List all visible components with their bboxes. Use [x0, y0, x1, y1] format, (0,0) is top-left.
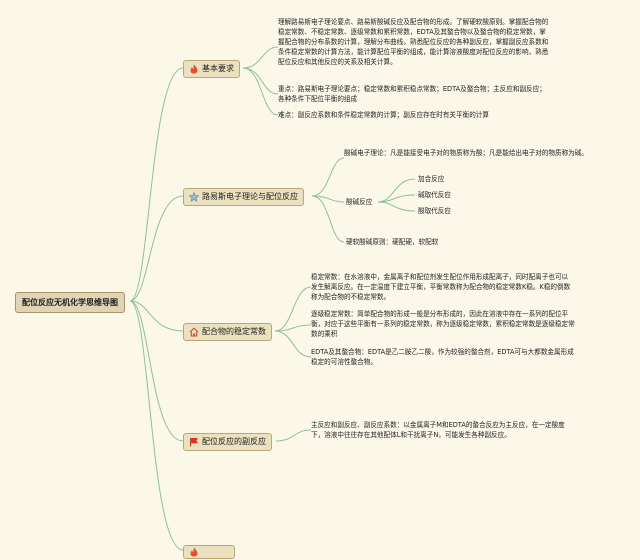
connector-root-to-side: [129, 300, 184, 442]
connector-acidbase-3: [377, 201, 416, 212]
topic-stability-constants[interactable]: 配合物的稳定常数: [183, 323, 272, 341]
key-points-text: 重点：路易斯电子理论要点；稳定常数和累积稳点常数；EDTA及螯合物；主反应和副反…: [278, 85, 546, 103]
topic-basic-requirements[interactable]: 基本要求: [183, 60, 240, 78]
stepwise-constant-text: 逐级稳定常数：简单配合物的形成一般是分布形成的，因此在溶液中存在一系列的配位平衡…: [311, 310, 575, 338]
connector-root-to-empty: [129, 300, 184, 551]
connector-lewis-1: [311, 157, 345, 197]
connector-stability-3: [274, 330, 312, 358]
flag-icon: [189, 437, 199, 447]
connector-basic-1: [242, 46, 279, 69]
stability-constant-text: 稳定常数：在水溶液中，金属离子和配位剂发生配位作用形成配离子，同时配离子也可以发…: [311, 273, 571, 301]
connector-basic-2: [242, 67, 279, 95]
difficulties-text: 难点：副反应系数和条件稳定常数的计算；副反应存在时有关平衡的计算: [278, 111, 489, 119]
acid-base-reaction: 酸碱反应: [346, 198, 373, 206]
connector-stability-2: [274, 324, 312, 332]
topic-label: 路易斯电子理论与配位反应: [202, 192, 298, 201]
topic-label: 配位反应的副反应: [202, 437, 266, 446]
connector-stability-1: [274, 286, 312, 332]
connector-basic-3: [242, 67, 279, 116]
base-substitution-reaction: 碱取代反应: [418, 191, 451, 199]
connector-lewis-3: [311, 195, 345, 243]
topic-side-reactions[interactable]: 配位反应的副反应: [183, 433, 272, 451]
hsab-principle: 硬软酸碱原则：硬配硬，软配软: [346, 238, 439, 246]
connector-side-1: [275, 429, 312, 442]
flame-icon: [189, 547, 199, 557]
flame-icon: [189, 64, 199, 74]
star-icon: [188, 191, 200, 202]
connector-root-to-stability: [129, 300, 184, 332]
topic-label: 配合物的稳定常数: [202, 327, 266, 336]
edta-chelate-text: EDTA及其螯合物：EDTA是乙二胺乙二酸，作为较强的螯合剂，EDTA可与大都数…: [311, 348, 574, 366]
connector-root-to-lewis: [129, 195, 184, 302]
topic-offscreen[interactable]: [183, 545, 235, 559]
connector-root-to-basic: [129, 67, 184, 302]
topic-label: 基本要求: [202, 64, 234, 73]
acid-base-electron-theory: 酸碱电子理论：凡是能接受电子对的物质称为酸；凡是能给出电子对的物质称为碱。: [344, 149, 588, 157]
connector-acidbase-1: [377, 178, 416, 203]
main-and-side-reaction-text: 主反应和副反应、副反应系数：以金属离子M和EDTA的螯合反应为主反应，在一定酸度…: [311, 421, 565, 439]
basic-requirements-text: 理解路易斯电子理论要点、路易斯酸碱反应及配合物的形成。了解硬软酸原则。掌握配合物…: [278, 18, 549, 66]
addition-reaction: 加合反应: [418, 175, 445, 183]
root-title: 配位反应无机化学思维导图: [22, 298, 118, 307]
topic-lewis-theory[interactable]: 路易斯电子理论与配位反应: [183, 188, 304, 206]
acid-substitution-reaction: 酸取代反应: [418, 207, 451, 215]
root-topic[interactable]: 配位反应无机化学思维导图: [15, 292, 125, 313]
home-icon: [189, 327, 199, 337]
connector-lewis-2: [311, 195, 345, 203]
